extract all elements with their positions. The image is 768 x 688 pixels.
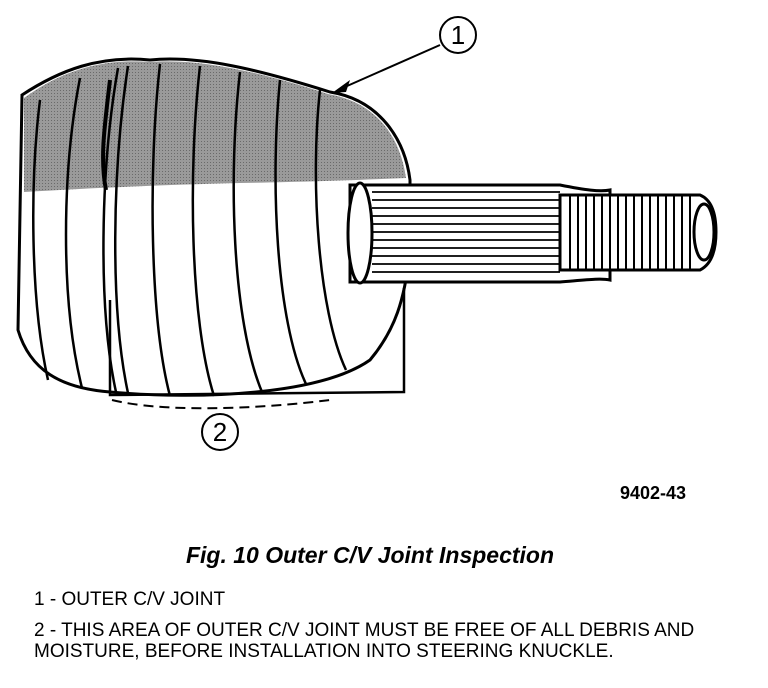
legend-item-1: 1 - OUTER C/V JOINT (34, 589, 226, 610)
callout-1-circle (439, 16, 477, 54)
legend: 1 - OUTER C/V JOINT 2 - THIS AREA OF OUT… (34, 589, 754, 672)
callout-1-arrowhead (332, 80, 350, 93)
threaded-stud (558, 193, 718, 272)
shaft-splines (372, 191, 560, 273)
legend-item-2: 2 - THIS AREA OF OUTER C/V JOINT MUST BE… (34, 620, 695, 662)
stud-threads (569, 196, 691, 269)
inspection-area-outline (108, 288, 406, 397)
callout-1-leader (337, 44, 441, 91)
figure-code: 9402-43 (620, 483, 687, 503)
callout-2-circle (201, 413, 239, 451)
boot-shading (24, 61, 406, 192)
splined-shaft (346, 181, 612, 285)
callout-1-number: 1 (451, 20, 465, 50)
cv-joint-illustration: 1 2 (16, 16, 718, 451)
callout-2-number: 2 (213, 417, 227, 447)
figure-caption: Fig. 10 Outer C/V Joint Inspection (185, 542, 555, 568)
